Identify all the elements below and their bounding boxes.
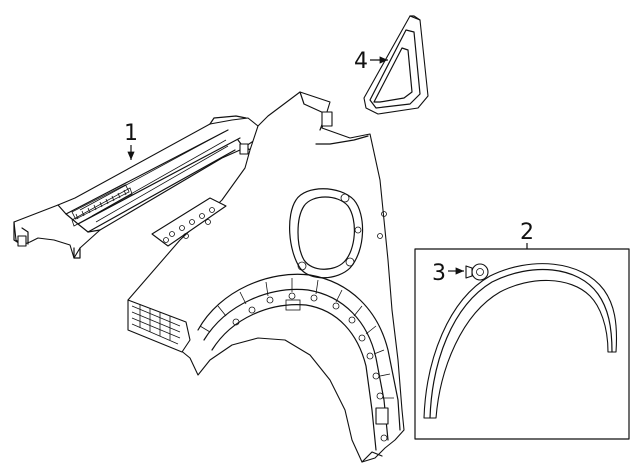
part-3-clip <box>465 263 489 281</box>
part-2-detail-box <box>414 248 630 440</box>
front-lower-bracket <box>127 299 191 353</box>
callout-3: 3 <box>432 261 464 286</box>
callout-1: 1 <box>124 121 138 160</box>
fender-panel <box>127 91 405 463</box>
callout-4-label: 4 <box>354 49 368 74</box>
callout-2: 2 <box>520 220 534 249</box>
callout-1-label: 1 <box>124 121 138 146</box>
mounting-plate <box>151 197 227 247</box>
bracket-slots <box>71 184 130 220</box>
callout-3-label: 3 <box>432 261 446 286</box>
callout-2-label: 2 <box>520 220 534 245</box>
fuel-door-opening <box>289 188 364 279</box>
part-4-triangle-trim <box>363 15 429 115</box>
wheel-arch <box>197 273 401 451</box>
part-1-fender-bracket <box>13 115 259 259</box>
callout-4: 4 <box>354 49 388 74</box>
part-2-arch-molding <box>423 263 617 419</box>
